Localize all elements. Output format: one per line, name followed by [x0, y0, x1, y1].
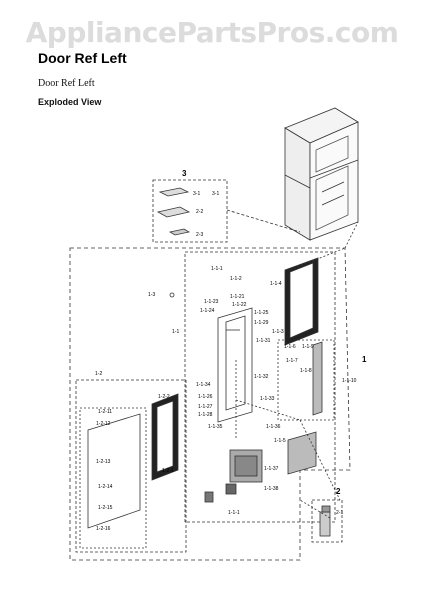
- subgroup-1-1-box: [184, 251, 336, 523]
- group-2-box: [311, 499, 343, 543]
- refrigerator-cabinet: [284, 107, 359, 241]
- label-1-2-16: 1-2-16: [96, 526, 111, 532]
- label-1-1-34: 1-1-34: [196, 382, 211, 388]
- label-1-1-28: 1-1-28: [198, 412, 213, 418]
- label-1-1-32: 1-1-32: [254, 374, 269, 380]
- shelf-part-3-1: [158, 187, 190, 197]
- label-1-2-2: 1-2-2: [158, 394, 170, 400]
- label-2-2: 2-2: [196, 209, 203, 215]
- label-1-1-1b: 1-1-1: [228, 510, 240, 516]
- label-1-1-6: 1-1-6: [284, 344, 296, 350]
- label-2-1: 2-1: [336, 510, 343, 516]
- label-1-3: 1-3: [148, 292, 155, 298]
- shelf-part-2-2: [156, 206, 191, 218]
- label-1-2-11: 1-2-11: [98, 409, 112, 415]
- label-1-1-29: 1-1-29: [254, 320, 269, 326]
- label-1-1-26: 1-1-26: [198, 394, 213, 400]
- label-1-1-36: 1-1-36: [266, 424, 281, 430]
- label-1-2-12: 1-2-12: [96, 421, 111, 427]
- label-1-1-25: 1-1-25: [254, 310, 269, 316]
- label-1-1-24: 1-1-24: [200, 308, 215, 314]
- label-1-2-14: 1-2-14: [98, 484, 113, 490]
- label-1-1-9: 1-1-9: [302, 344, 314, 350]
- subgroup-1-2-box: [75, 379, 187, 553]
- label-1-2-13: 1-2-13: [96, 459, 111, 465]
- label-1-1-3: 1-1-3: [272, 329, 284, 335]
- label-1-1-35: 1-1-35: [208, 424, 223, 430]
- label-1-1-4: 1-1-4: [270, 281, 282, 287]
- label-1-1-7: 1-1-7: [286, 358, 298, 364]
- label-1-1-21: 1-1-21: [230, 294, 245, 300]
- site-watermark: AppliancePartsPros.com: [25, 16, 399, 49]
- label-group-1: 1: [362, 355, 367, 364]
- label-1-1-5: 1-1-5: [274, 438, 286, 444]
- label-1-1-10: 1-1-10: [342, 378, 357, 384]
- label-3-1: 3-1: [193, 191, 200, 197]
- label-1-1-2: 1-1-2: [230, 276, 242, 282]
- page-title: Door Ref Left: [38, 50, 127, 66]
- diagram-subtitle: Door Ref Left: [38, 78, 95, 89]
- label-group-3: 3: [182, 169, 187, 178]
- group-3-box: [152, 179, 228, 243]
- label-2-3: 2-3: [196, 232, 203, 238]
- label-1-1-22: 1-1-22: [232, 302, 247, 308]
- label-1-2: 1-2: [95, 371, 102, 377]
- label-group-2: 2: [336, 487, 341, 496]
- shelf-part-2-3: [168, 228, 191, 236]
- door-handle: [312, 341, 323, 416]
- label-3-1b: 3-1: [212, 191, 219, 197]
- label-1-1-33: 1-1-33: [260, 396, 275, 402]
- label-1-1-37: 1-1-37: [264, 466, 279, 472]
- label-1-1-27: 1-1-27: [198, 404, 213, 410]
- label-1-1-38: 1-1-38: [264, 486, 279, 492]
- label-1-1-31: 1-1-31: [256, 338, 271, 344]
- left-door-panel: [87, 413, 141, 529]
- label-1-2-15: 1-2-15: [98, 505, 113, 511]
- label-1-1-23: 1-1-23: [204, 299, 219, 305]
- door-liner: [217, 307, 253, 423]
- label-1-1: 1-1: [172, 329, 179, 335]
- label-1-1-8: 1-1-8: [300, 368, 312, 374]
- label-1-2-1: 1-2-1: [162, 468, 174, 474]
- view-label: Exploded View: [38, 97, 102, 107]
- label-1-1-1: 1-1-1: [211, 266, 223, 272]
